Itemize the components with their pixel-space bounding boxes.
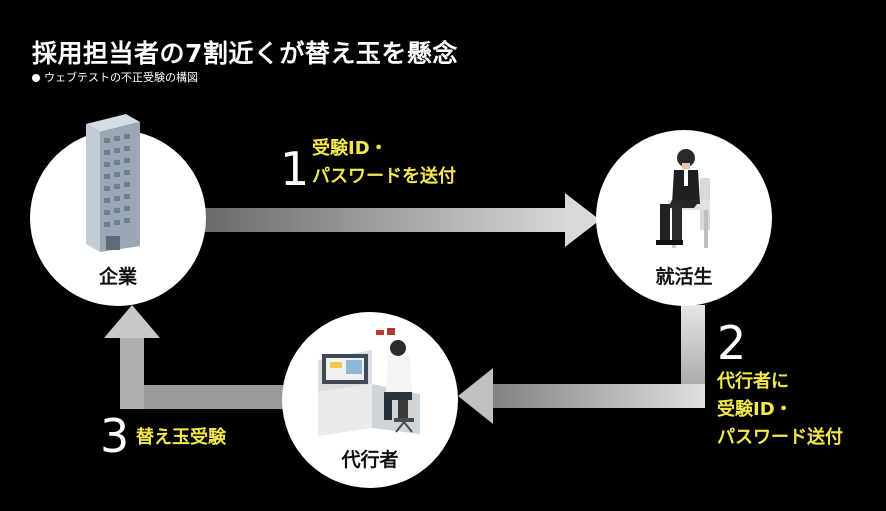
- company-label: 企業: [98, 266, 137, 288]
- arrow-proxy-to-company: [104, 305, 285, 409]
- jobseeker-circle: [596, 130, 772, 306]
- proxy-label: 代行者: [341, 449, 399, 471]
- step-2-line-2: 受験ID・: [717, 399, 793, 420]
- jobseeker-label: 就活生: [655, 266, 713, 288]
- arrow-company-to-jobseeker: [205, 193, 600, 247]
- step-3-line-1: 替え玉受験: [136, 427, 226, 448]
- arrow-jobseeker-to-proxy: [458, 305, 705, 424]
- page-title: 採用担当者の7割近くが替え玉を懸念: [32, 39, 458, 68]
- seated-businessman-icon: [656, 149, 710, 248]
- step-1-number: 1: [280, 142, 310, 196]
- step-1-line-2: パスワードを送付: [312, 166, 456, 187]
- step-2-number: 2: [717, 316, 747, 370]
- subtitle-text: ウェブテストの不正受験の構図: [44, 71, 198, 84]
- step-2-line-3: パスワード送付: [717, 427, 843, 448]
- subtitle: ウェブテストの不正受験の構図: [32, 69, 198, 85]
- person-at-desk-icon: [318, 328, 420, 436]
- bullet-dot: [32, 74, 40, 82]
- step-1-line-1: 受験ID・: [312, 138, 388, 159]
- office-building-icon: [86, 114, 140, 252]
- step-3-number: 3: [100, 409, 130, 463]
- step-2-line-1: 代行者に: [717, 371, 789, 392]
